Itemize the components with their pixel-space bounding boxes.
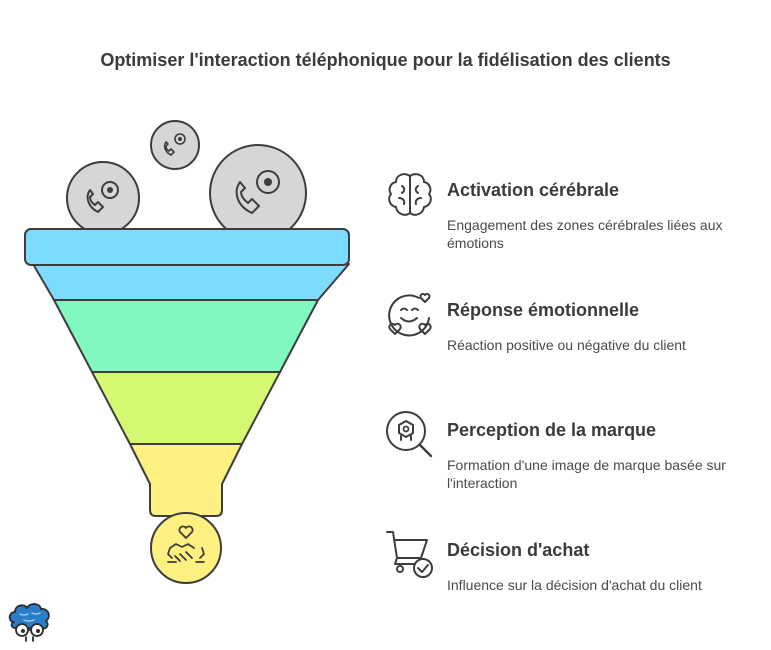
- brain-cloud-logo-icon: [8, 603, 50, 642]
- handshake-heart-icon: [150, 512, 222, 584]
- funnel-band-decision: [129, 443, 243, 517]
- stage-description: Influence sur la décision d'achat du cli…: [447, 577, 702, 593]
- funnel-band-activation: [32, 263, 350, 301]
- phone-bubble-icon: [209, 144, 307, 242]
- phone-bubble-icon: [66, 161, 140, 235]
- smiling-face-hearts-icon: [388, 293, 432, 337]
- stage-title: Activation cérébrale: [447, 180, 620, 200]
- brand-magnifier-icon: [386, 411, 433, 458]
- stage-title: Perception de la marque: [447, 420, 657, 440]
- stage-description: Engagement des zones cérébrales liées au…: [447, 217, 723, 251]
- stage-description: Réaction positive ou négative du client: [447, 337, 686, 353]
- page-title: Optimiser l'interaction téléphonique pou…: [100, 50, 671, 70]
- brain-icon: [388, 173, 432, 216]
- stage-title: Décision d'achat: [447, 540, 590, 560]
- funnel-band-perception: [91, 371, 281, 445]
- stage-title: Réponse émotionnelle: [447, 300, 640, 320]
- phone-bubble-icon: [150, 120, 200, 170]
- funnel-rim: [24, 228, 350, 266]
- shopping-cart-check-icon: [386, 531, 433, 578]
- funnel-band-emotion: [53, 299, 319, 373]
- stage-description: Formation d'une image de marque basée su…: [447, 457, 726, 491]
